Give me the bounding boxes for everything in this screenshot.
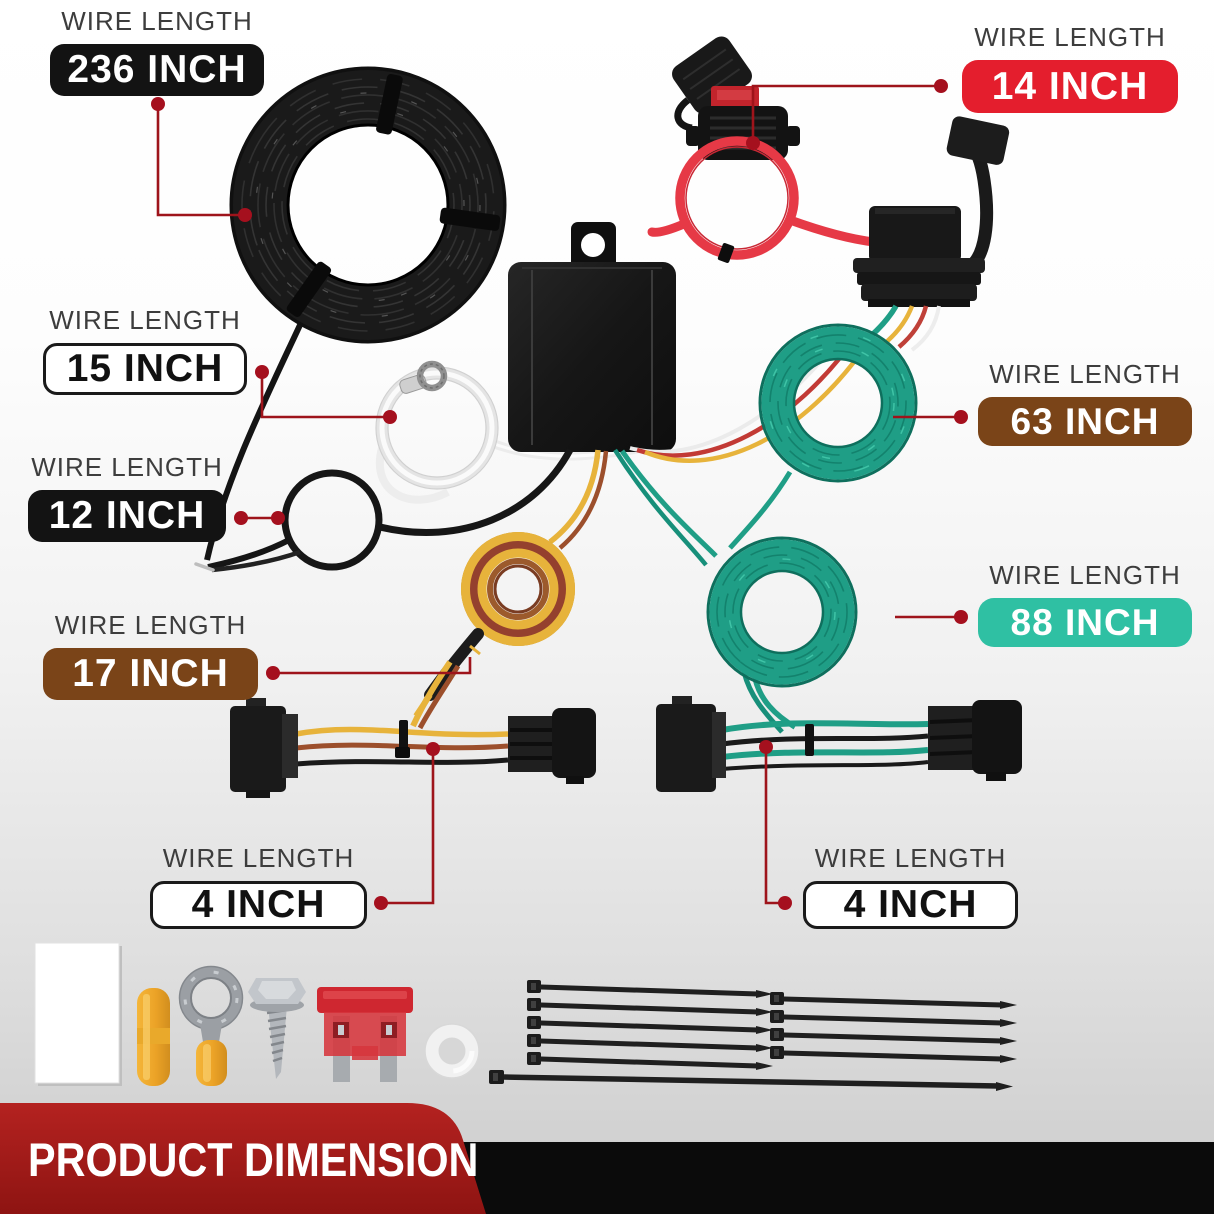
wire-length-label: WIRE LENGTH xyxy=(162,843,355,873)
annotation-wire-17: WIRE LENGTH 17 INCH xyxy=(43,610,258,700)
wire-length-badge: 236 INCH xyxy=(50,44,264,96)
wire-length-badge: 12 INCH xyxy=(28,490,226,542)
annotation-wire-4-left: WIRE LENGTH 4 INCH xyxy=(150,843,367,929)
wire-length-label: WIRE LENGTH xyxy=(814,843,1007,873)
black-wire-loop-12 xyxy=(194,469,383,573)
wire-length-label: WIRE LENGTH xyxy=(974,22,1166,52)
wire-length-badge: 15 INCH xyxy=(43,343,247,395)
wire-length-badge: 4 INCH xyxy=(150,881,367,929)
converter-module xyxy=(508,222,676,452)
annotation-wire-88: WIRE LENGTH 88 INCH xyxy=(978,560,1192,647)
wire-length-label: WIRE LENGTH xyxy=(49,305,241,335)
ring-terminal xyxy=(178,965,244,1086)
green-wire-coil-63 xyxy=(728,323,918,550)
flat-4-pin-connector xyxy=(853,116,1010,307)
instruction-card xyxy=(34,942,122,1086)
wire-length-badge: 17 INCH xyxy=(43,648,258,700)
cable-ties-short xyxy=(527,980,1017,1070)
yellow-wire-coil-17 xyxy=(413,532,575,718)
annotation-wire-14: WIRE LENGTH 14 INCH xyxy=(962,22,1178,113)
nylon-washer xyxy=(424,1023,480,1079)
t-connector-pair-right xyxy=(656,696,1022,792)
butt-connector xyxy=(137,988,170,1086)
wire-length-badge: 4 INCH xyxy=(803,881,1018,929)
annotation-wire-4-right: WIRE LENGTH 4 INCH xyxy=(803,843,1018,929)
wire-length-label: WIRE LENGTH xyxy=(61,6,253,36)
black-wire-coil-236 xyxy=(204,66,507,561)
wire-length-badge: 14 INCH xyxy=(962,60,1178,113)
blade-fuse xyxy=(317,987,413,1082)
annotation-wire-236: WIRE LENGTH 236 INCH xyxy=(50,6,264,96)
wire-length-label: WIRE LENGTH xyxy=(989,560,1181,590)
annotation-wire-15: WIRE LENGTH 15 INCH xyxy=(43,305,247,395)
t-connector-pair-left xyxy=(230,660,596,798)
wire-length-label: WIRE LENGTH xyxy=(31,452,223,482)
wire-length-label: WIRE LENGTH xyxy=(989,359,1181,389)
annotation-wire-12: WIRE LENGTH 12 INCH xyxy=(28,452,226,542)
cable-tie-long xyxy=(489,1070,1013,1091)
banner-title: PRODUCT DIMENSION xyxy=(28,1133,479,1186)
inline-fuse-holder-14 xyxy=(647,36,879,263)
wire-length-badge: 88 INCH xyxy=(978,598,1192,647)
bottom-banner xyxy=(0,1103,1214,1214)
annotation-wire-63: WIRE LENGTH 63 INCH xyxy=(978,359,1192,446)
green-wire-coil-88 xyxy=(706,536,858,734)
self-tapping-screw xyxy=(248,978,306,1079)
pointer-lines xyxy=(151,79,968,910)
wire-length-label: WIRE LENGTH xyxy=(54,610,247,640)
wire-length-badge: 63 INCH xyxy=(978,397,1192,446)
